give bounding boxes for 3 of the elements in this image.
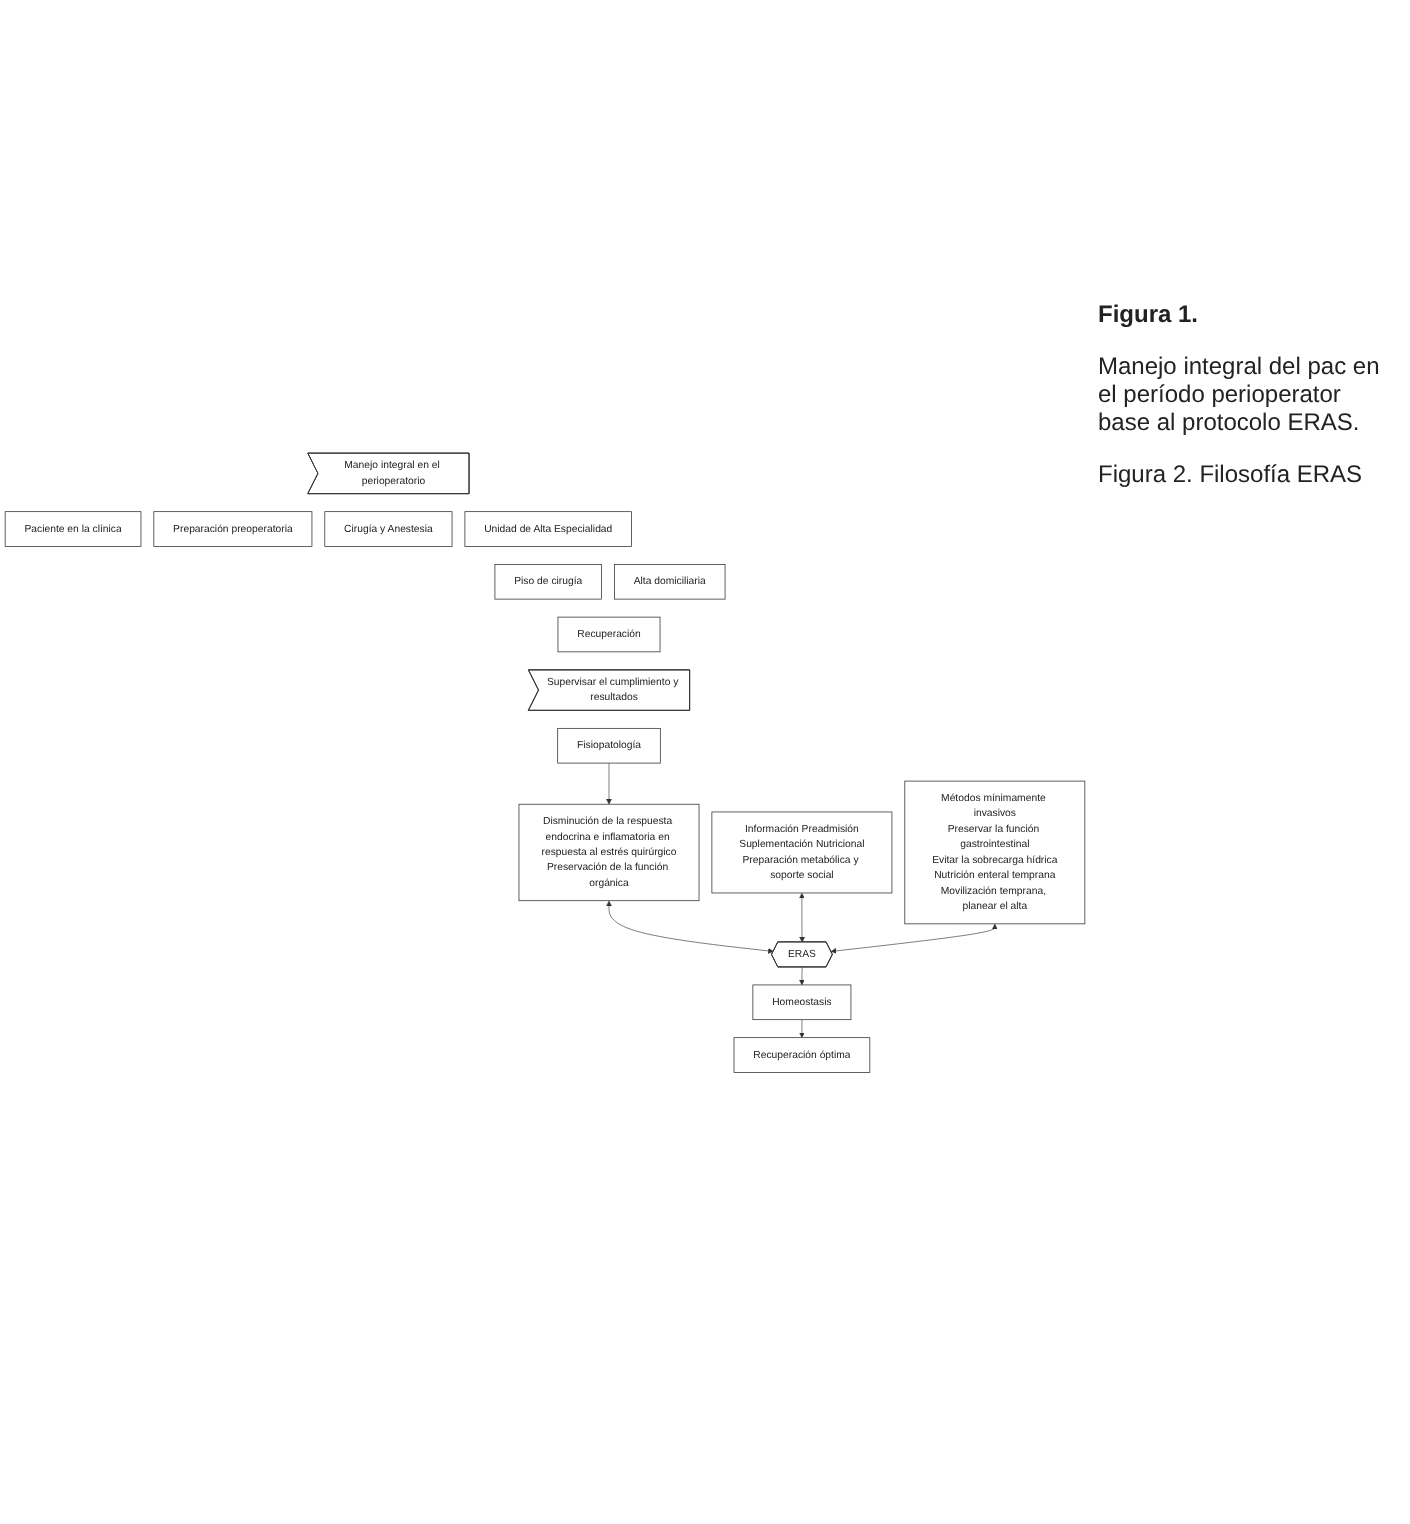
figure-caption: Manejo integral del pac en el período perioperator base al protocolo ERAS. <box>1098 352 1382 436</box>
figure-caption-label: Figura 1. <box>1098 300 1201 328</box>
figure-caption: Figura 2. Filosofía ERAS <box>1098 460 1365 488</box>
